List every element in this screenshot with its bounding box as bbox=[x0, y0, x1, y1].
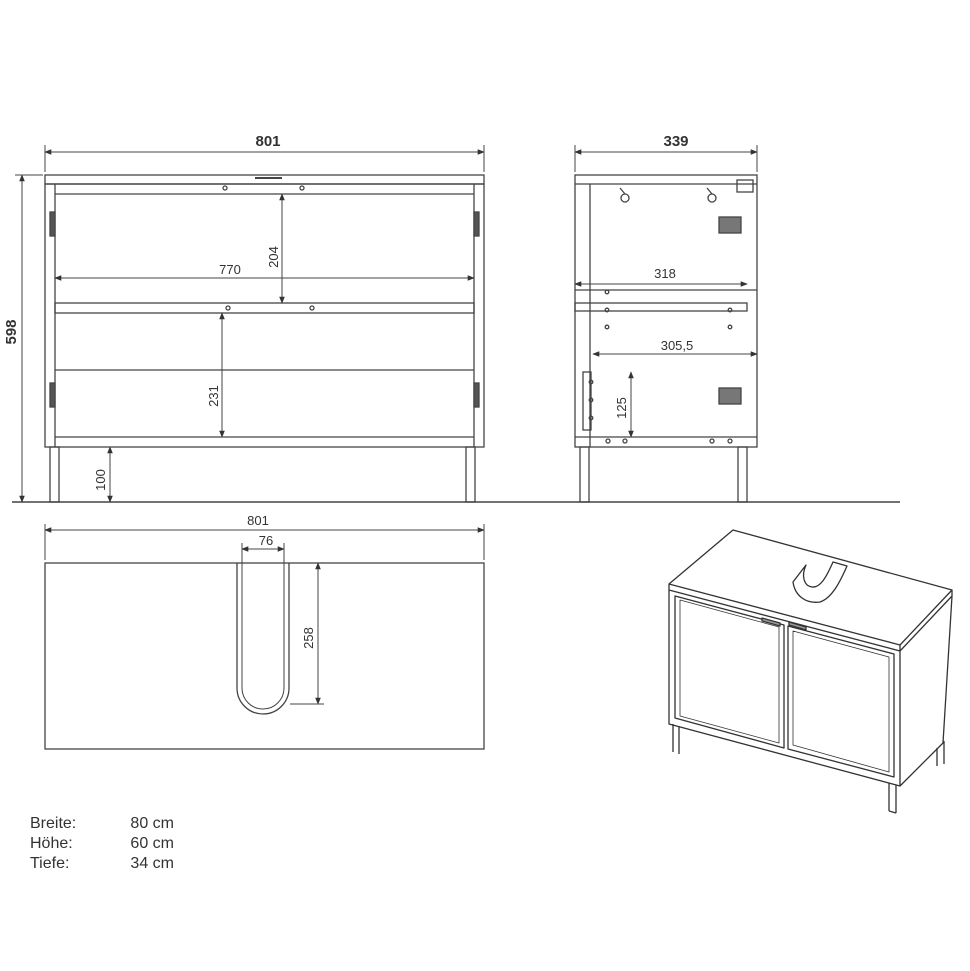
side-shelf-depth-label: 318 bbox=[654, 266, 676, 281]
perspective-cutout bbox=[792, 561, 848, 603]
front-upper-height-label: 204 bbox=[266, 246, 281, 268]
front-view bbox=[44, 174, 485, 503]
front-carcass bbox=[44, 183, 485, 448]
spec-row-height: Höhe: 60 cm bbox=[30, 834, 174, 854]
perspective-leg-front-left bbox=[672, 724, 680, 754]
perspective-view bbox=[668, 529, 953, 814]
perspective-handle-right bbox=[788, 621, 807, 631]
front-leg-left bbox=[49, 446, 60, 503]
side-leg-left bbox=[579, 446, 590, 503]
siphon-cutout bbox=[236, 563, 290, 715]
spec-row-depth: Tiefe: 34 cm bbox=[30, 854, 174, 874]
top-width-label: 801 bbox=[247, 513, 269, 528]
perspective-door-left bbox=[674, 595, 785, 749]
top-view bbox=[44, 562, 485, 750]
front-leg-right bbox=[465, 446, 476, 503]
front-inner-width-label: 770 bbox=[219, 262, 241, 277]
side-shelf bbox=[574, 302, 748, 312]
spec-row-width: Breite: 80 cm bbox=[30, 814, 174, 834]
perspective-leg-back-right bbox=[936, 741, 945, 766]
front-lower-height-label: 231 bbox=[206, 385, 221, 407]
perspective-handle-left bbox=[761, 617, 781, 627]
perspective-leg-front-right bbox=[888, 783, 897, 814]
side-dimensions bbox=[574, 145, 758, 438]
front-top-panel bbox=[44, 174, 485, 185]
spec-label-depth: Tiefe: bbox=[30, 855, 70, 872]
top-cutout-width-label: 76 bbox=[259, 533, 273, 548]
side-hinge-upper bbox=[718, 216, 742, 234]
front-height-label: 598 bbox=[3, 319, 20, 344]
perspective-front bbox=[668, 590, 901, 787]
spec-value-depth: 34 cm bbox=[130, 855, 174, 872]
side-base-height-label: 125 bbox=[614, 397, 629, 419]
spec-value-height: 60 cm bbox=[130, 835, 174, 852]
side-leg-right bbox=[737, 446, 748, 503]
front-shelf bbox=[54, 302, 475, 314]
side-hinge-lower bbox=[718, 387, 742, 405]
side-depth-label: 339 bbox=[663, 133, 688, 150]
top-dimensions bbox=[44, 524, 485, 705]
top-panel bbox=[44, 562, 485, 750]
spec-label-height: Höhe: bbox=[30, 835, 73, 852]
top-cutout-depth-label: 258 bbox=[301, 627, 316, 649]
side-view bbox=[574, 174, 758, 503]
spec-label-width: Breite: bbox=[30, 815, 77, 832]
front-dimensions bbox=[15, 145, 485, 503]
perspective-door-right bbox=[787, 625, 895, 778]
spec-value-width: 80 cm bbox=[130, 815, 174, 832]
front-leg-height-label: 100 bbox=[93, 469, 108, 491]
dimension-specs: Breite: 80 cm Höhe: 60 cm Tiefe: 34 cm bbox=[30, 814, 174, 874]
side-lower-depth-label: 305,5 bbox=[661, 338, 694, 353]
front-width-label: 801 bbox=[255, 133, 280, 150]
